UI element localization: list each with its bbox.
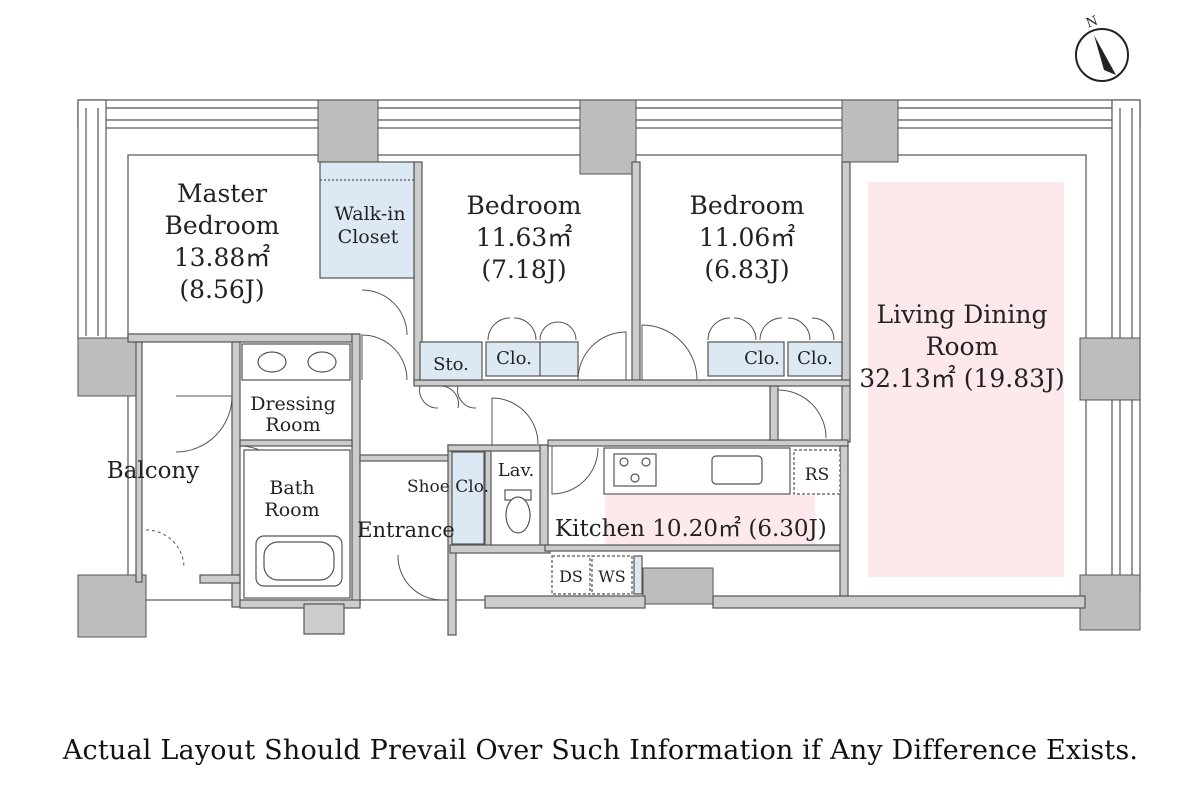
master-bedroom-area: 13.88㎡ xyxy=(174,243,271,272)
column xyxy=(317,99,379,163)
sink-icon xyxy=(257,351,287,373)
closet-2-area xyxy=(707,341,785,377)
compass: N xyxy=(1075,13,1129,82)
dressing-room-line2: Room xyxy=(265,414,320,436)
compass-needle-icon xyxy=(1094,35,1116,75)
washer-space xyxy=(591,555,633,595)
master-bedroom-line2: Bedroom xyxy=(165,211,280,240)
walk-in-closet-area xyxy=(319,161,415,279)
column xyxy=(579,99,637,175)
kitchen-sink-icon xyxy=(711,455,763,485)
washer-space-label: WS xyxy=(598,567,625,586)
disclaimer-text: Actual Layout Should Prevail Over Such I… xyxy=(62,735,1139,766)
left-window-band xyxy=(77,99,107,341)
structural-columns xyxy=(77,99,1141,638)
toilet-bowl-icon xyxy=(505,496,531,534)
bedroom-2-jo: (6.83J) xyxy=(704,255,789,284)
living-dining-line1: Living Dining xyxy=(876,300,1047,329)
column xyxy=(77,574,147,638)
room-labels: Master Bedroom 13.88㎡ (8.56J) Bedroom 11… xyxy=(107,179,1065,542)
dishwasher-space-label: DS xyxy=(559,567,583,586)
dressing-room-line1: Dressing xyxy=(250,393,336,415)
closet-3-area xyxy=(787,341,843,377)
column xyxy=(642,567,714,605)
walk-in-closet-line1: Walk-in xyxy=(334,203,405,225)
closet-1-area xyxy=(485,341,579,377)
lavatory-label: Lav. xyxy=(498,460,534,481)
master-bedroom-jo: (8.56J) xyxy=(179,275,264,304)
storage-label: Sto. xyxy=(433,354,469,375)
refrigerator-space-label: RS xyxy=(805,465,829,485)
exterior-window-frame xyxy=(77,99,1141,591)
bedroom-2-area: 11.06㎡ xyxy=(699,223,796,252)
sink-icon xyxy=(307,351,337,373)
master-bedroom-line1: Master xyxy=(177,179,267,208)
living-dining-line2: Room xyxy=(926,332,999,361)
closet-3-label: Clo. xyxy=(797,348,833,369)
kitchen-highlight xyxy=(605,495,815,545)
column xyxy=(1079,574,1141,631)
closet-1-label: Clo. xyxy=(496,348,532,369)
bedroom-1-area: 11.63㎡ xyxy=(476,223,573,252)
column xyxy=(77,337,137,397)
column xyxy=(1079,337,1141,401)
pantry-shelf xyxy=(633,555,643,595)
bath-room-line1: Bath xyxy=(269,477,314,499)
living-dining-area: 32.13㎡ (19.83J) xyxy=(859,364,1065,393)
balcony-label: Balcony xyxy=(107,458,200,484)
dishwasher-space xyxy=(551,555,591,595)
entrance-label: Entrance xyxy=(357,518,455,542)
walk-in-closet-line2: Closet xyxy=(338,226,399,248)
living-dining-highlight xyxy=(868,182,1064,577)
bath-room-line2: Room xyxy=(264,499,319,521)
column xyxy=(841,99,899,163)
bedroom-2-name: Bedroom xyxy=(690,191,805,220)
compass-north-label: N xyxy=(1084,13,1100,31)
shoe-closet-label: Shoe Clo. xyxy=(407,477,489,497)
shoe-closet-area xyxy=(451,451,485,545)
closet-2-label: Clo. xyxy=(744,348,780,369)
bedroom-1-jo: (7.18J) xyxy=(481,255,566,284)
refrigerator-space xyxy=(793,449,841,495)
bedroom-1-name: Bedroom xyxy=(467,191,582,220)
storage-area xyxy=(419,341,483,381)
partition-walls xyxy=(127,161,1086,636)
kitchen-label: Kitchen 10.20㎡ (6.30J) xyxy=(555,516,827,542)
